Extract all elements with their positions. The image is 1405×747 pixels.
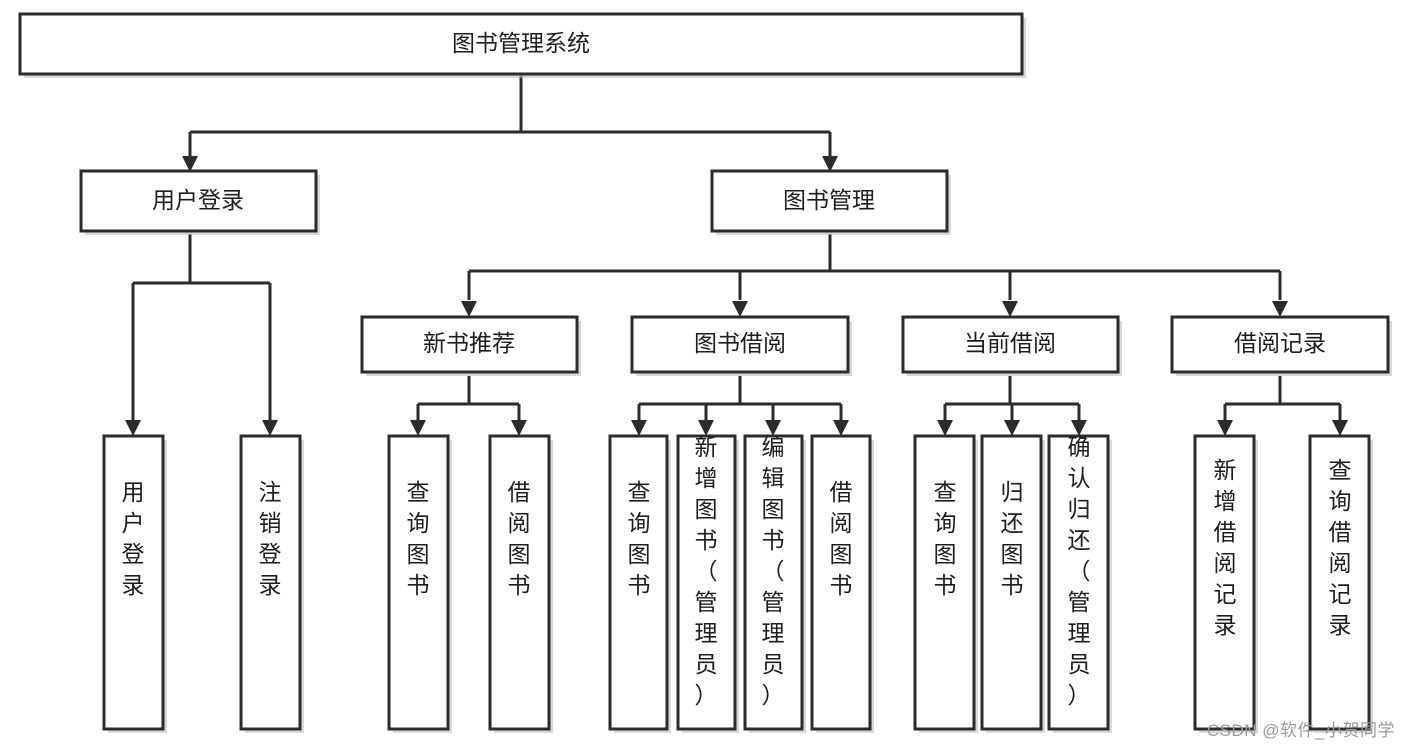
leaf-add-book-label: 新增图书（管理员） [695, 434, 718, 708]
root-box[interactable] [18, 12, 1024, 76]
arrowhead-leaf-add-record [1217, 420, 1233, 436]
connector-layer [125, 76, 1348, 436]
borrow-record-box[interactable] [1170, 315, 1390, 374]
current-borrow-box[interactable] [901, 315, 1120, 374]
arrowhead-leaf-query-record [1332, 420, 1348, 436]
leaf-query-book-2-box[interactable] [608, 434, 669, 731]
node-borrow-record[interactable]: 借阅记录 [1170, 315, 1392, 376]
leaf-user-login-label: 用户登录 [122, 479, 145, 598]
node-leaf-edit-book[interactable]: 编辑图书（管理员） [743, 434, 806, 733]
leaf-borrow-book-2-box[interactable] [810, 434, 872, 731]
arrowhead-book-borrow [732, 301, 748, 317]
leaf-return-book-label: 归还图书 [1001, 479, 1024, 598]
arrowhead-leaf-user-logout [262, 420, 278, 436]
arrowhead-leaf-borrow-book-2 [833, 420, 849, 436]
root-label: 图书管理系统 [452, 30, 590, 56]
leaf-edit-book-box[interactable] [743, 434, 804, 731]
leaf-user-login-box[interactable] [102, 434, 165, 731]
arrowhead-leaf-user-login [125, 420, 141, 436]
node-book-borrow[interactable]: 图书借阅 [630, 315, 852, 376]
arrowhead-leaf-borrow-book-1 [511, 420, 527, 436]
leaf-borrow-book-1-box[interactable] [488, 434, 551, 731]
leaf-query-record-label: 查询借阅记录 [1329, 457, 1352, 638]
node-user-login[interactable]: 用户登录 [79, 169, 320, 235]
leaf-return-book-box[interactable] [980, 434, 1043, 731]
node-leaf-user-login[interactable]: 用户登录 [102, 434, 167, 733]
leaf-add-book-box[interactable] [676, 434, 737, 731]
node-leaf-borrow-book-2[interactable]: 借阅图书 [810, 434, 874, 733]
user-login-box[interactable] [79, 169, 318, 233]
node-leaf-user-logout[interactable]: 注销登录 [239, 434, 304, 733]
leaf-user-logout-box[interactable] [239, 434, 302, 731]
book-borrow-label: 图书借阅 [694, 330, 786, 356]
leaf-confirm-return-label: 确认归还（管理员） [1068, 434, 1091, 708]
leaf-confirm-return-box[interactable] [1047, 434, 1110, 731]
node-leaf-query-book-3[interactable]: 查询图书 [913, 434, 978, 733]
book-management-box[interactable] [710, 169, 949, 233]
arrowhead-leaf-query-book-1 [410, 420, 426, 436]
current-borrow-label: 当前借阅 [964, 330, 1056, 356]
node-leaf-query-book-1[interactable]: 查询图书 [387, 434, 452, 733]
csdn-watermark: CSDN @软件_小贺同学 [1206, 721, 1395, 740]
leaf-query-book-3-label: 查询图书 [934, 479, 957, 598]
borrow-record-label: 借阅记录 [1234, 330, 1326, 356]
leaf-query-book-3-box[interactable] [913, 434, 976, 731]
leaf-query-book-1-label: 查询图书 [407, 479, 430, 598]
node-leaf-confirm-return[interactable]: 确认归还（管理员） [1047, 434, 1112, 733]
node-new-book-recommend[interactable]: 新书推荐 [360, 315, 581, 376]
user-login-label: 用户登录 [152, 187, 244, 213]
book-management-label: 图书管理 [783, 187, 875, 213]
leaf-user-logout-label: 注销登录 [259, 479, 282, 598]
new-book-recommend-box[interactable] [360, 315, 579, 374]
node-system-root[interactable]: 图书管理系统 [18, 12, 1026, 78]
node-leaf-query-record[interactable]: 查询借阅记录 [1308, 434, 1373, 733]
leaf-query-book-1-box[interactable] [387, 434, 450, 731]
book-borrow-box[interactable] [630, 315, 850, 374]
node-book-management[interactable]: 图书管理 [710, 169, 951, 235]
node-leaf-add-book[interactable]: 新增图书（管理员） [676, 434, 739, 733]
leaf-add-record-box[interactable] [1193, 434, 1256, 731]
node-leaf-return-book[interactable]: 归还图书 [980, 434, 1045, 733]
leaf-query-record-box[interactable] [1308, 434, 1371, 731]
arrowhead-new-book-recommend [461, 301, 477, 317]
arrowhead-current-borrow [1002, 301, 1018, 317]
arrowhead-leaf-return-book [1004, 420, 1020, 436]
arrowhead-leaf-query-book-3 [937, 420, 953, 436]
leaf-add-record-label: 新增借阅记录 [1214, 457, 1237, 638]
node-leaf-query-book-2[interactable]: 查询图书 [608, 434, 671, 733]
leaf-borrow-book-1-label: 借阅图书 [508, 479, 531, 598]
leaf-query-book-2-label: 查询图书 [628, 479, 651, 598]
node-leaf-borrow-book-1[interactable]: 借阅图书 [488, 434, 553, 733]
arrowhead-leaf-query-book-2 [631, 420, 647, 436]
new-book-recommend-label: 新书推荐 [423, 330, 515, 356]
node-leaf-add-record[interactable]: 新增借阅记录 [1193, 434, 1258, 733]
leaf-edit-book-label: 编辑图书（管理员） [762, 434, 785, 708]
node-current-borrow[interactable]: 当前借阅 [901, 315, 1122, 376]
leaf-borrow-book-2-label: 借阅图书 [830, 479, 853, 598]
arrowhead-borrow-record [1272, 301, 1288, 317]
